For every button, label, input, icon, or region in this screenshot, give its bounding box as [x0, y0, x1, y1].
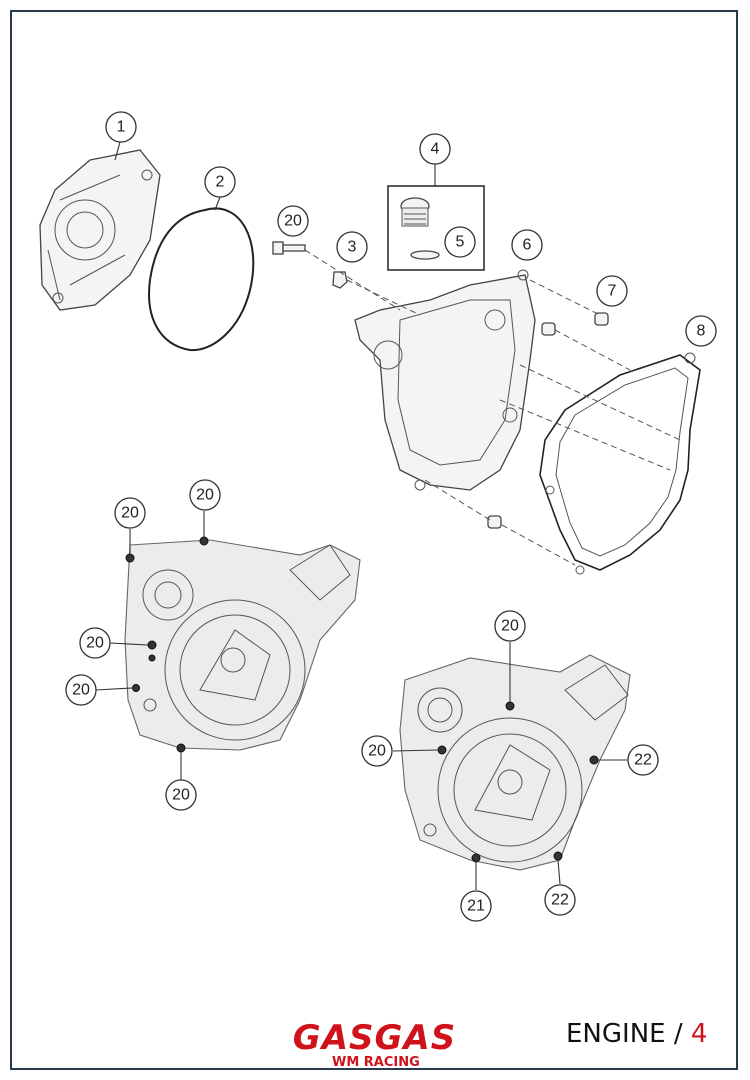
brand-name: GASGAS	[292, 1018, 457, 1058]
callout-21: 21	[460, 890, 492, 922]
section-number: 4	[690, 1019, 708, 1049]
callout-label: 7	[608, 283, 617, 300]
callout-label: 20	[172, 787, 190, 804]
callout-label: 20	[501, 618, 519, 635]
callout-label: 20	[72, 682, 90, 699]
callout-22-right: 22	[627, 744, 659, 776]
callout-3: 3	[336, 231, 368, 263]
callout-label: 20	[284, 213, 302, 230]
oil-filler-cap-box	[387, 185, 485, 271]
callout-20-left-top: 20	[114, 497, 146, 529]
callout-label: 5	[456, 234, 465, 251]
callout-20-left-low: 20	[65, 674, 97, 706]
callout-label: 1	[117, 119, 126, 136]
callout-20-left-top2: 20	[189, 479, 221, 511]
assembled-cover-left	[124, 536, 361, 753]
brand-logo: GASGAS WM RACING	[262, 1020, 487, 1070]
callout-label: 8	[697, 323, 706, 340]
callout-1: 1	[105, 111, 137, 143]
part-clip	[332, 271, 348, 289]
callout-20-left-bottom: 20	[165, 779, 197, 811]
assembled-cover-right	[399, 654, 631, 871]
callout-20-right-left: 20	[361, 735, 393, 767]
section-title: ENGINE / 4	[566, 1019, 707, 1049]
callout-5: 5	[444, 226, 476, 258]
callout-4: 4	[419, 133, 451, 165]
callout-6: 6	[511, 229, 543, 261]
leader-lines	[95, 141, 628, 890]
callout-label: 6	[523, 237, 532, 254]
callout-20-left-mid: 20	[79, 627, 111, 659]
callout-label: 3	[348, 239, 357, 256]
callout-20-right-top: 20	[494, 610, 526, 642]
callout-label: 20	[86, 635, 104, 652]
part-clutch-gasket	[539, 352, 701, 575]
callout-label: 22	[634, 752, 652, 769]
callout-label: 20	[121, 505, 139, 522]
callout-label: 4	[431, 141, 440, 158]
part-bolt	[272, 241, 306, 255]
callout-label: 20	[196, 487, 214, 504]
section-label: ENGINE /	[566, 1019, 683, 1049]
part-cover-gasket	[148, 207, 255, 352]
part-clutch-cover	[354, 269, 536, 491]
callout-8: 8	[685, 315, 717, 347]
brand-subtitle: WM RACING	[332, 1055, 420, 1070]
assembly-lines	[304, 249, 681, 566]
part-dowel-sleeve	[487, 312, 609, 529]
callout-label: 2	[216, 174, 225, 191]
part-ignition-cover	[39, 149, 161, 311]
callout-22-bottom: 22	[544, 884, 576, 916]
callout-2: 2	[204, 166, 236, 198]
callout-7: 7	[596, 275, 628, 307]
callout-label: 21	[467, 898, 485, 915]
callout-label: 22	[551, 892, 569, 909]
callout-label: 20	[368, 743, 386, 760]
callout-20-bolt: 20	[277, 205, 309, 237]
